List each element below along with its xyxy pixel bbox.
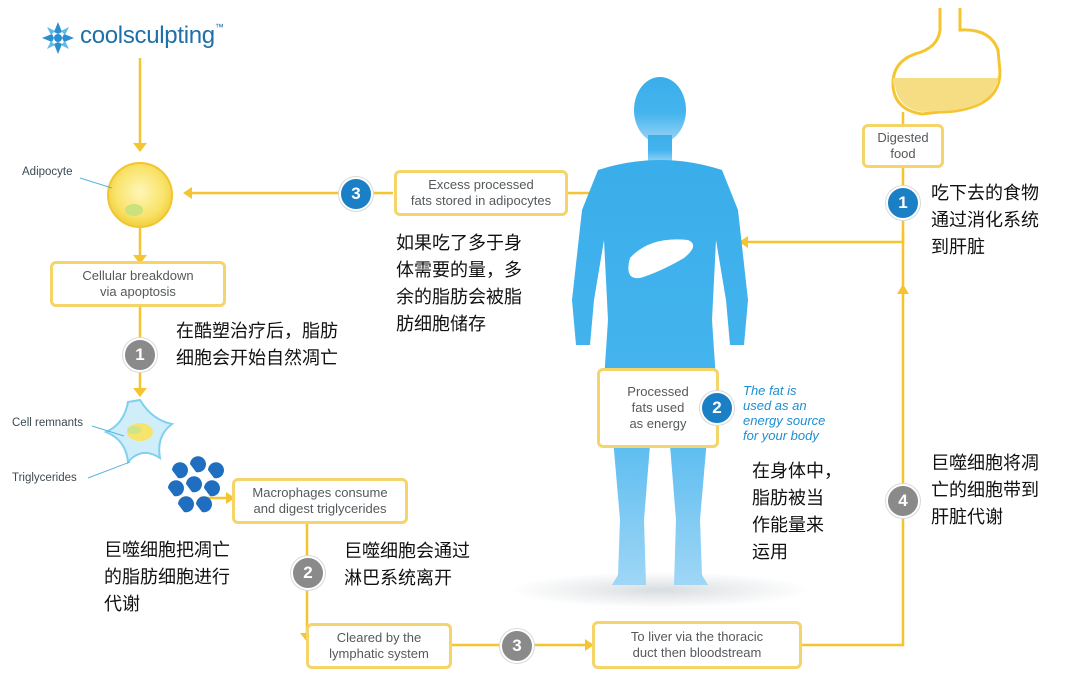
step-badge-gray-3: 3 bbox=[500, 629, 534, 663]
cell-remnants-label: Cell remnants bbox=[12, 417, 83, 429]
adipocyte-pointer bbox=[79, 177, 113, 189]
cellular-breakdown-box: Cellular breakdown via apoptosis bbox=[50, 261, 226, 307]
step-badge-gray-2: 2 bbox=[291, 556, 325, 590]
adipocyte-cell bbox=[107, 162, 173, 228]
logo-wordmark: coolsculpting bbox=[80, 22, 215, 49]
logo-trademark: ™ bbox=[214, 22, 224, 32]
cn-to-liver-note: 巨噬细胞将凋 亡的细胞带到 肝脏代谢 bbox=[931, 453, 1039, 528]
cn-macrophage-metabolize-note: 巨噬细胞把凋亡 的脂肪细胞进行 代谢 bbox=[104, 540, 230, 615]
digested-food-box: Digested food bbox=[862, 124, 944, 168]
step-badge-blue-3: 3 bbox=[339, 177, 373, 211]
step-badge-blue-1: 1 bbox=[886, 186, 920, 220]
energy-note: The fat is used as an energy source for … bbox=[743, 383, 826, 443]
human-body bbox=[572, 77, 748, 585]
cn-apoptosis-note: 在酷塑治疗后，脂肪 细胞会开始自然凋亡 bbox=[176, 321, 338, 369]
triglycerides-label: Triglycerides bbox=[12, 472, 77, 484]
adipocyte-label: Adipocyte bbox=[22, 166, 73, 178]
processed-fats-box: Processed fats used as energy bbox=[597, 368, 719, 448]
step-badge-gray-1: 1 bbox=[123, 338, 157, 372]
triglyceride-droplets bbox=[168, 456, 224, 513]
cn-lymph-note: 巨噬细胞会通过 淋巴系统离开 bbox=[344, 541, 470, 589]
cell-remnants-flower bbox=[103, 398, 175, 465]
stomach-illustration bbox=[891, 8, 1002, 116]
excess-fats-box: Excess processed fats stored in adipocyt… bbox=[394, 170, 568, 216]
floor-shadow bbox=[510, 572, 810, 608]
step-badge-blue-2: 2 bbox=[700, 391, 734, 425]
cn-stored-note: 如果吃了多于身 体需要的量，多 余的脂肪会被脂 肪细胞储存 bbox=[396, 233, 522, 335]
cn-digest-note: 吃下去的食物 通过消化系统 到肝脏 bbox=[931, 183, 1039, 258]
to-liver-box: To liver via the thoracic duct then bloo… bbox=[592, 621, 802, 669]
liver-shape bbox=[628, 239, 694, 279]
cleared-lymphatic-box: Cleared by the lymphatic system bbox=[306, 623, 452, 669]
triglycerides-pointer bbox=[87, 461, 131, 479]
macrophages-box: Macrophages consume and digest triglycer… bbox=[232, 478, 408, 524]
logo-snowflake-icon bbox=[42, 22, 74, 54]
step-badge-gray-4: 4 bbox=[886, 484, 920, 518]
remnants-pointer bbox=[91, 425, 125, 437]
logo-text: coolsculpting™ bbox=[80, 22, 224, 50]
cn-energy-note: 在身体中， 脂肪被当 作能量来 运用 bbox=[752, 461, 842, 563]
